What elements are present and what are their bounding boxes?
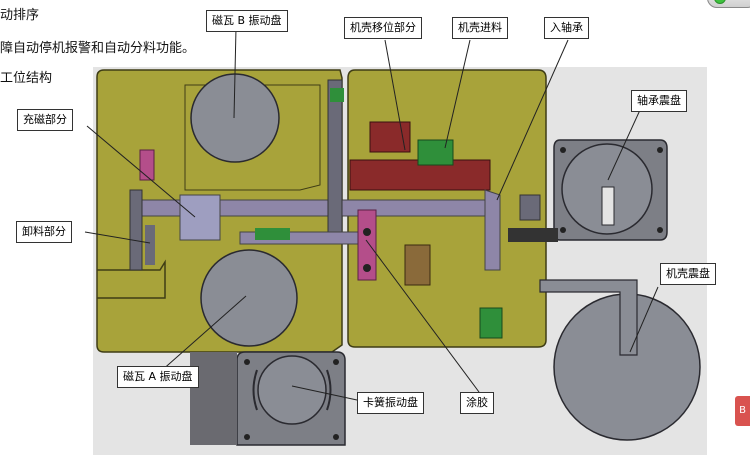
label-unloading-section: 卸料部分	[16, 221, 72, 243]
housing-feed-cylinder	[417, 139, 454, 166]
gluing-unit	[404, 244, 431, 286]
leader-lines	[84, 27, 659, 401]
housing-feed-track	[539, 279, 638, 356]
gluing-pivot-icon	[363, 264, 371, 272]
vibration-bowl-a	[200, 249, 298, 347]
doc-text-line-3: 工位结构	[0, 71, 53, 86]
circlip-guide-right	[326, 369, 332, 411]
label-housing-shift-section: 机壳移位部分	[344, 17, 422, 39]
label-gluing: 涂胶	[460, 392, 494, 414]
label-bearing-entry: 入轴承	[544, 17, 589, 39]
housing-shift-cylinder	[369, 121, 411, 153]
b-bowl-bracket	[184, 84, 321, 191]
a-tile-pusher	[255, 228, 290, 240]
bolt-icon	[560, 227, 566, 233]
label-magnetizing-section: 充磁部分	[17, 109, 73, 131]
bolt-icon	[333, 359, 339, 365]
magnetizer-head	[179, 194, 221, 241]
label-b-tile-vibration-bowl: 磁瓦 B 振动盘	[206, 10, 288, 32]
magnetizer-coil	[139, 149, 155, 181]
bottom-green-block	[479, 307, 503, 339]
bolt-icon	[560, 147, 566, 153]
right-clamp	[519, 194, 541, 221]
bearing-entry-rail	[484, 189, 501, 271]
doc-text-line-1: 动排序	[0, 8, 40, 23]
gluing-arm	[357, 209, 377, 281]
side-tab-button[interactable]: B	[735, 396, 750, 426]
bolt-icon	[244, 434, 250, 440]
label-housing-shaker: 机壳震盘	[660, 263, 716, 285]
unload-vertical-rail	[129, 189, 143, 271]
bearing-outlet-slot	[601, 186, 615, 226]
b-tile-sensor	[330, 88, 344, 102]
label-a-tile-vibration-bowl: 磁瓦 A 振动盘	[117, 366, 199, 388]
label-housing-feed: 机壳进料	[452, 17, 508, 39]
b-tile-vertical-feeder	[327, 79, 343, 241]
gluing-pivot-icon	[363, 228, 371, 236]
unload-guide	[145, 225, 155, 265]
bolt-icon	[333, 434, 339, 440]
circlip-guide-left	[252, 369, 258, 411]
bearing-feed-tube	[508, 228, 558, 242]
bolt-icon	[657, 147, 663, 153]
label-circlip-vibration-bowl: 卡簧振动盘	[357, 392, 424, 414]
circlip-shaker-bowl	[257, 355, 327, 425]
doc-text-line-2: 障自动停机报警和自动分料功能。	[0, 41, 196, 56]
label-bearing-shaker: 轴承震盘	[631, 90, 687, 112]
bolt-icon	[244, 359, 250, 365]
bolt-icon	[657, 227, 663, 233]
